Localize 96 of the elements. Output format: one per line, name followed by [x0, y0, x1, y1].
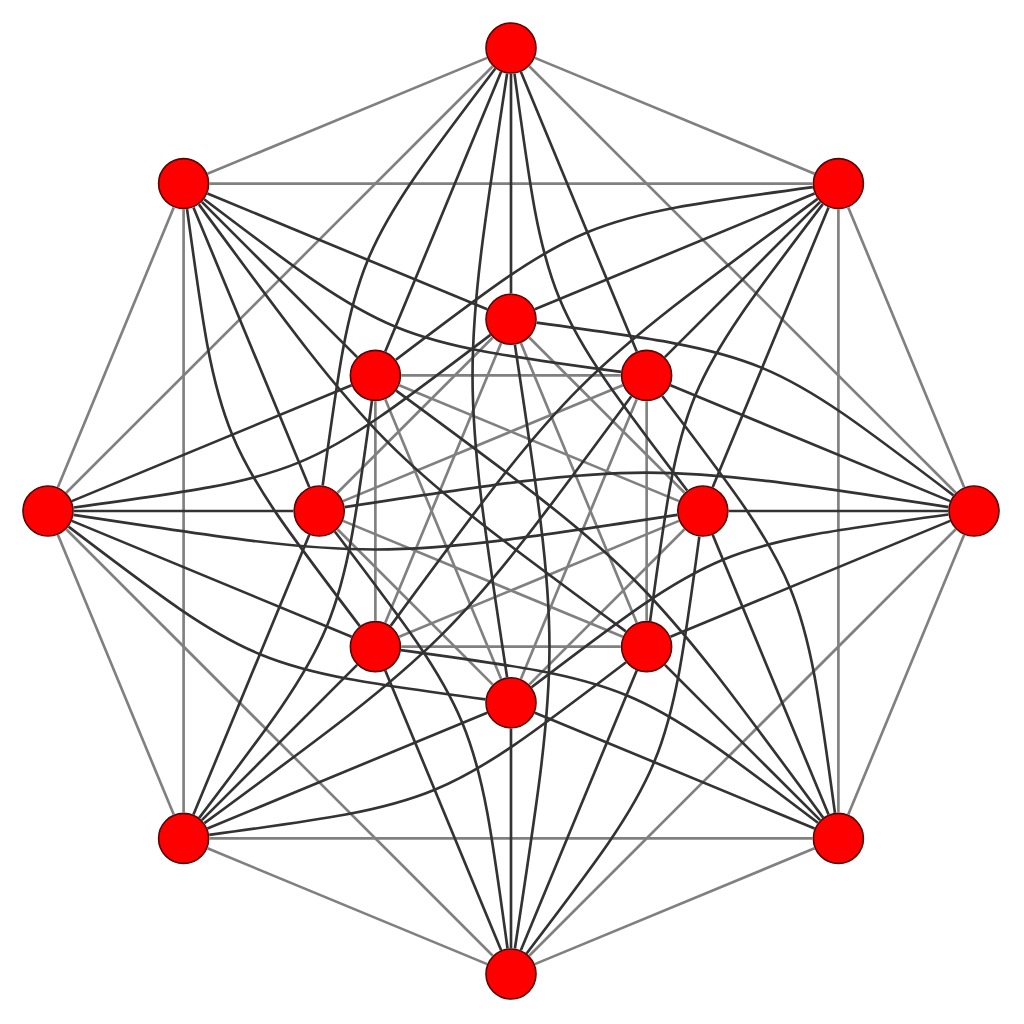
graph-edge [384, 71, 503, 353]
graph-edge [198, 400, 374, 819]
graph-edge [400, 648, 819, 824]
graph-edge [395, 185, 814, 361]
graph-edge [513, 73, 689, 492]
graph-edge [56, 206, 175, 488]
graph-edge [519, 342, 638, 624]
graph-edge [661, 395, 837, 814]
graph-edge [321, 67, 497, 486]
vertex-dot [812, 812, 865, 865]
graph-edge [192, 206, 311, 488]
graph-edge [336, 336, 494, 494]
graph-edge [67, 525, 486, 701]
graph-edge [528, 65, 957, 494]
graph-edge [342, 384, 624, 503]
graph-edge [519, 669, 638, 951]
graph-edge [197, 203, 627, 633]
graph-edge [342, 519, 624, 638]
graph-edge [209, 182, 813, 185]
graph-edge [389, 197, 819, 627]
graph-edge [209, 837, 813, 840]
vertex-dot [157, 157, 210, 210]
graph-edge [398, 519, 680, 638]
graph-edge [528, 528, 686, 686]
graph-edge [185, 209, 361, 627]
vertex-dot [948, 485, 1000, 537]
graph-edge [728, 509, 949, 513]
graph-edge [206, 711, 488, 830]
vertex-dot [485, 22, 537, 74]
graph-edge [73, 509, 294, 513]
graph-edge [192, 534, 311, 816]
graph-edge [401, 645, 621, 648]
graph-edge [530, 513, 949, 689]
graph-edge [525, 536, 701, 955]
graph-edge [519, 71, 638, 353]
graph-edge [536, 321, 955, 497]
graph-edge [65, 65, 494, 494]
graph-edge [71, 519, 353, 638]
graph-edge [471, 73, 509, 678]
graph-edge [71, 384, 353, 503]
graph-edge [344, 471, 949, 509]
graph-edge [208, 661, 627, 837]
vertex-dot [812, 157, 865, 210]
graph-edge [56, 534, 175, 816]
graph-edge [528, 528, 957, 957]
graph-edge [669, 519, 951, 638]
graph-edge [534, 847, 816, 966]
graph-edge [401, 374, 621, 377]
graph-edge [200, 200, 359, 359]
vertex-dot [22, 485, 74, 537]
graph-edge [711, 534, 830, 816]
vertex-dot [485, 948, 537, 1000]
graph-edge [509, 73, 513, 294]
graph-edge [73, 333, 492, 509]
graph-edge [847, 206, 966, 488]
graph-edge [203, 395, 633, 825]
graph-edge [200, 663, 359, 822]
graph-edge [645, 401, 648, 621]
graph-edge [528, 336, 686, 494]
vertex-dot [485, 293, 537, 345]
vertex-dot [349, 620, 402, 673]
graph-edge [182, 209, 185, 813]
graph-edge [333, 530, 509, 949]
vertex-dot [620, 620, 673, 673]
graph-edge [384, 342, 503, 624]
graph-edge [384, 398, 503, 680]
graph-edge [206, 192, 488, 311]
graph-edge [663, 200, 822, 359]
vertex-dot [157, 812, 210, 865]
graph-edge [206, 847, 488, 966]
graph-edge [203, 198, 622, 374]
graph-edge [206, 56, 488, 175]
vertex-dot [677, 485, 729, 537]
graph-edge [534, 192, 816, 311]
graph-edge [669, 384, 951, 503]
graph-edge [837, 209, 840, 813]
graph-edge [847, 534, 966, 816]
graph-edge [374, 401, 377, 621]
graph-edge [513, 344, 551, 949]
graph-edge [65, 528, 494, 957]
vertex-dot [293, 485, 345, 537]
vertex-dot [485, 677, 537, 729]
graph-edge [519, 398, 638, 680]
graph-edge [73, 513, 678, 551]
graph-edge [534, 56, 816, 175]
graph-edge [534, 711, 816, 830]
graph-edge [384, 669, 503, 951]
graph-edge [711, 206, 830, 488]
graph-edge [648, 203, 824, 622]
vertex-dot [620, 349, 673, 402]
graph-edge [395, 389, 825, 819]
graph-edge [336, 528, 494, 686]
vertex-dot [349, 349, 402, 402]
graph-edge [509, 728, 513, 949]
graph-edge [663, 663, 822, 822]
graph-edge [398, 384, 680, 503]
